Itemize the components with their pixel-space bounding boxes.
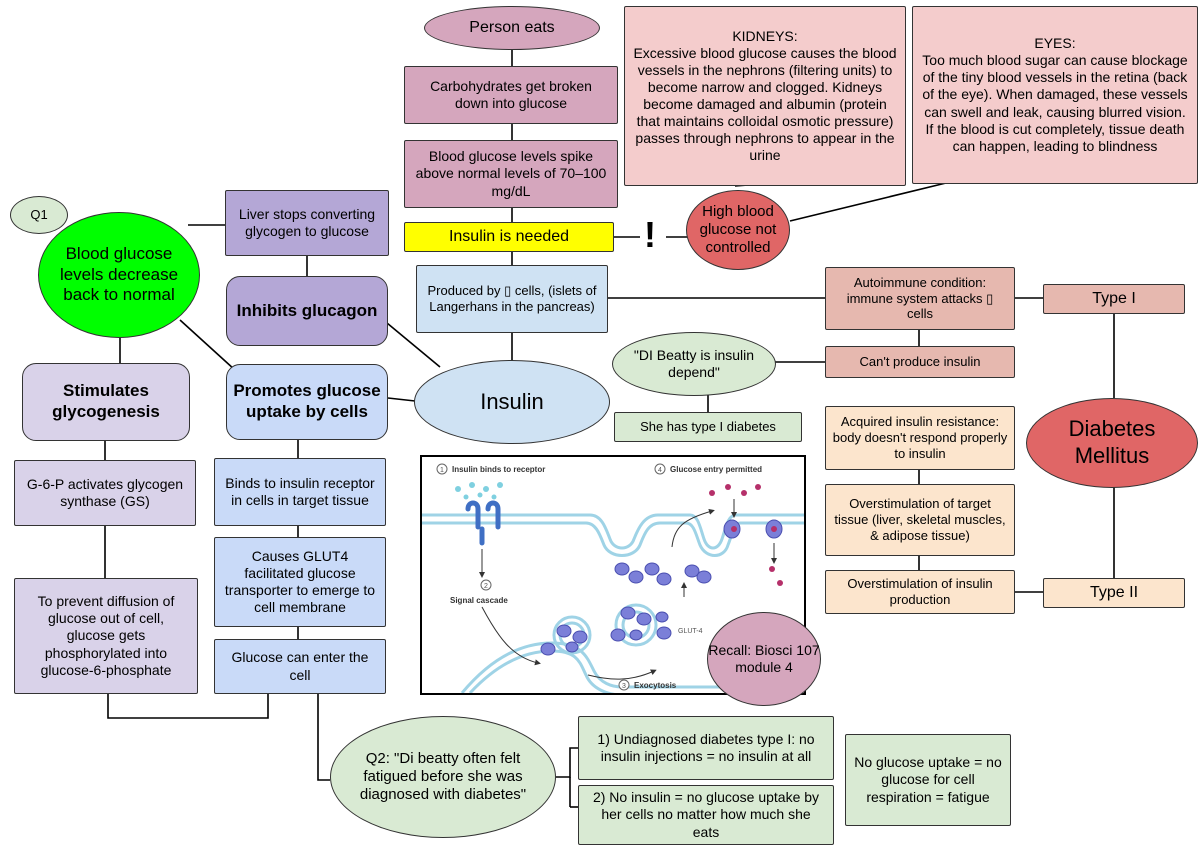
type-2-node: Type II bbox=[1043, 578, 1185, 608]
high-blood-glucose-node: High blood glucose not controlled bbox=[686, 190, 790, 270]
insulin-node: Insulin bbox=[414, 360, 610, 444]
cant-produce-insulin-node: Can't produce insulin bbox=[825, 346, 1015, 378]
acquired-resistance-node: Acquired insulin resistance: body doesn'… bbox=[825, 406, 1015, 470]
di-beatty-quote-node: "DI Beatty is insulin depend" bbox=[612, 332, 776, 396]
diabetes-mellitus-node: Diabetes Mellitus bbox=[1026, 398, 1198, 488]
inhibits-glucagon-node: Inhibits glucagon bbox=[226, 276, 388, 346]
svg-text:Insulin binds to receptor: Insulin binds to receptor bbox=[452, 465, 545, 474]
kidneys-text: Excessive blood glucose causes the blood… bbox=[633, 44, 897, 164]
glucose-spike-node: Blood glucose levels spike above normal … bbox=[404, 140, 618, 208]
insulin-needed-node: Insulin is needed bbox=[404, 222, 614, 252]
produced-by-beta-cells-node: Produced by ▯ cells, (islets of Langerha… bbox=[416, 265, 608, 333]
carbs-broken-down-node: Carbohydrates get broken down into gluco… bbox=[404, 66, 618, 124]
prevent-diffusion-node: To prevent diffusion of glucose out of c… bbox=[14, 578, 198, 694]
no-insulin-node: 2) No insulin = no glucose uptake by her… bbox=[578, 785, 834, 845]
no-glucose-uptake-node: No glucose uptake = no glucose for cell … bbox=[845, 734, 1011, 826]
step-4-label: 4 Glucose entry permitted bbox=[654, 463, 762, 475]
q1-label: Q1 bbox=[10, 196, 68, 234]
svg-text:Signal cascade: Signal cascade bbox=[450, 596, 508, 605]
overstim-target-node: Overstimulation of target tissue (liver,… bbox=[825, 484, 1015, 556]
step-3-label: 3 Exocytosis bbox=[618, 679, 677, 691]
step-2-label: 2 Signal cascade bbox=[450, 579, 508, 605]
autoimmune-node: Autoimmune condition: immune system atta… bbox=[825, 267, 1015, 330]
stimulates-glycogenesis-node: Stimulates glycogenesis bbox=[22, 363, 190, 441]
recall-node: Recall: Biosci 107 module 4 bbox=[707, 612, 821, 706]
blood-glucose-normal-node: Blood glucose levels decrease back to no… bbox=[38, 212, 200, 338]
eyes-box: EYES: Too much blood sugar can cause blo… bbox=[912, 6, 1198, 184]
type-1-diabetes-node: She has type I diabetes bbox=[614, 412, 802, 442]
eyes-title: EYES: bbox=[1034, 35, 1076, 52]
svg-text:1: 1 bbox=[440, 467, 444, 474]
glucose-enter-node: Glucose can enter the cell bbox=[214, 639, 386, 694]
glut4-transporters bbox=[540, 519, 783, 656]
promotes-glucose-uptake-node: Promotes glucose uptake by cells bbox=[226, 364, 388, 440]
insulin-molecules bbox=[455, 482, 503, 500]
eyes-text: Too much blood sugar can cause blockage … bbox=[922, 52, 1188, 154]
svg-text:4: 4 bbox=[658, 467, 662, 474]
liver-stops-node: Liver stops converting glycogen to gluco… bbox=[225, 190, 389, 256]
causes-glut4-node: Causes GLUT4 facilitated glucose transpo… bbox=[214, 537, 386, 627]
step-1-label: 1 Insulin binds to receptor bbox=[436, 463, 545, 475]
undiagnosed-type1-node: 1) Undiagnosed diabetes type I: no insul… bbox=[578, 716, 834, 780]
binds-receptor-node: Binds to insulin receptor in cells in ta… bbox=[214, 458, 386, 526]
q2-node: Q2: "Di beatty often felt fatigued befor… bbox=[330, 716, 556, 838]
svg-text:3: 3 bbox=[622, 683, 626, 690]
svg-text:Exocytosis: Exocytosis bbox=[634, 681, 677, 690]
g6p-activates-node: G-6-P activates glycogen synthase (GS) bbox=[14, 460, 196, 526]
glut4-label: GLUT-4 bbox=[678, 628, 703, 635]
type-1-node: Type I bbox=[1043, 284, 1185, 314]
person-eats-node: Person eats bbox=[424, 6, 600, 50]
kidneys-box: KIDNEYS: Excessive blood glucose causes … bbox=[624, 6, 906, 186]
svg-text:Glucose entry permitted: Glucose entry permitted bbox=[670, 465, 762, 474]
insulin-receptor bbox=[465, 500, 501, 546]
insulin-mechanism-illustration: 1 Insulin binds to receptor 4 Glucose en… bbox=[422, 463, 804, 693]
svg-text:2: 2 bbox=[484, 583, 488, 590]
exclamation-mark: ! bbox=[644, 214, 656, 255]
overstim-insulin-node: Overstimulation of insulin production bbox=[825, 570, 1015, 614]
glucose-molecules bbox=[709, 484, 783, 586]
kidneys-title: KIDNEYS: bbox=[732, 27, 798, 44]
